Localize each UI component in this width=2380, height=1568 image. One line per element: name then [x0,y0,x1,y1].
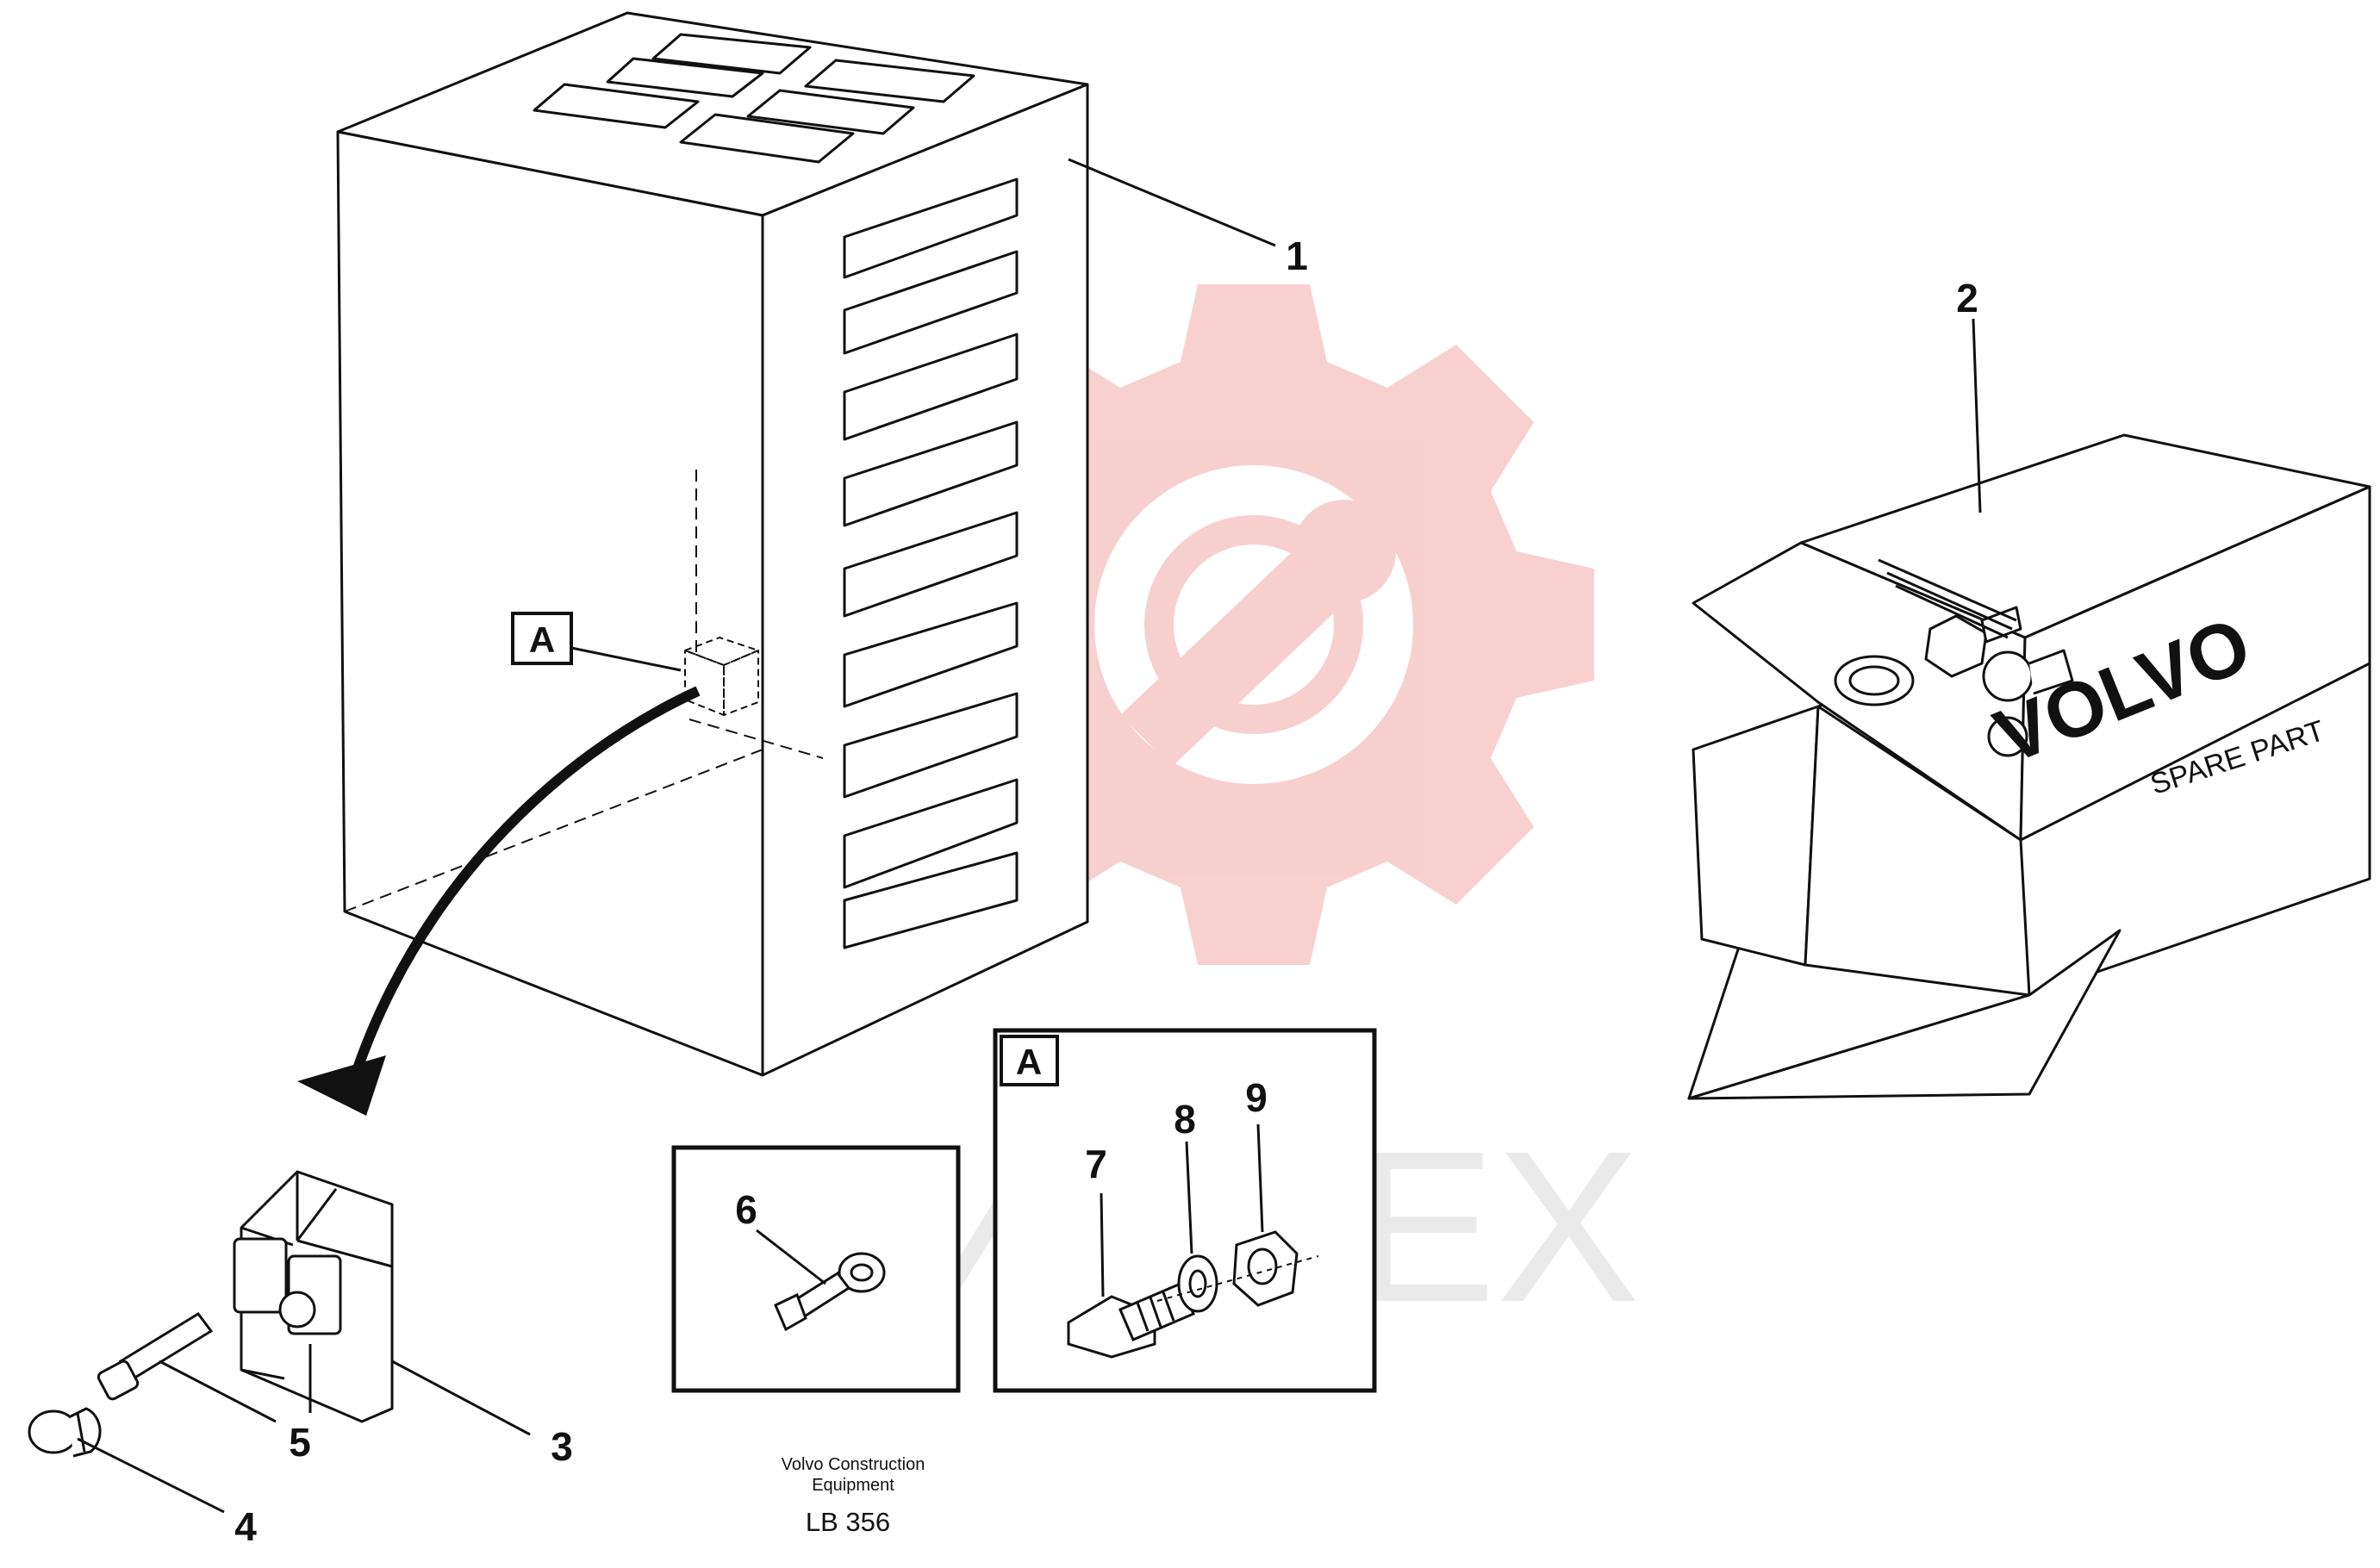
svg-text:A: A [1016,1042,1042,1082]
fuse-cap [28,1407,102,1458]
view-a-marker: A [511,612,682,672]
top-vents [533,33,975,164]
footer-credit: Volvo Construction Equipment LB 356 [782,1455,925,1537]
callout-8: 8 [1174,1097,1196,1142]
callout-6: 6 [735,1187,757,1232]
fuse-location-marker [684,637,759,716]
callout-4: 4 [234,1504,257,1549]
hidden-lines [344,470,824,912]
callout-numbers: 1 2 3 4 5 6 7 8 9 [234,233,1978,1549]
spare-part-box [1687,433,2371,1100]
callout-2: 2 [1956,276,1978,320]
fuse-cartridge [97,1312,214,1401]
callout-9: 9 [1245,1075,1268,1120]
callout-7: 7 [1085,1142,1107,1186]
callout-5: 5 [289,1420,311,1465]
callout-3: 3 [551,1424,573,1469]
view-a-detail-box: A [993,1028,1377,1393]
side-louvers [843,177,1019,949]
watermark-ring-icon [1144,515,1363,734]
fuse-holder [233,1170,394,1423]
footer-line-2: Equipment [812,1476,894,1495]
bolt-icon [1067,1282,1195,1359]
heater-cabinet [336,11,1089,1077]
leader-lines [77,158,1982,1514]
svg-text:A: A [529,619,555,660]
callout-1: 1 [1286,233,1308,278]
washer-icon [1177,1254,1218,1313]
detail-arrow [297,686,701,1116]
key-icon [774,1252,886,1332]
drawing-code: LB 356 [806,1507,890,1537]
key-detail-box [671,1145,961,1393]
footer-line-1: Volvo Construction [782,1455,925,1474]
nut-icon [1232,1230,1299,1307]
